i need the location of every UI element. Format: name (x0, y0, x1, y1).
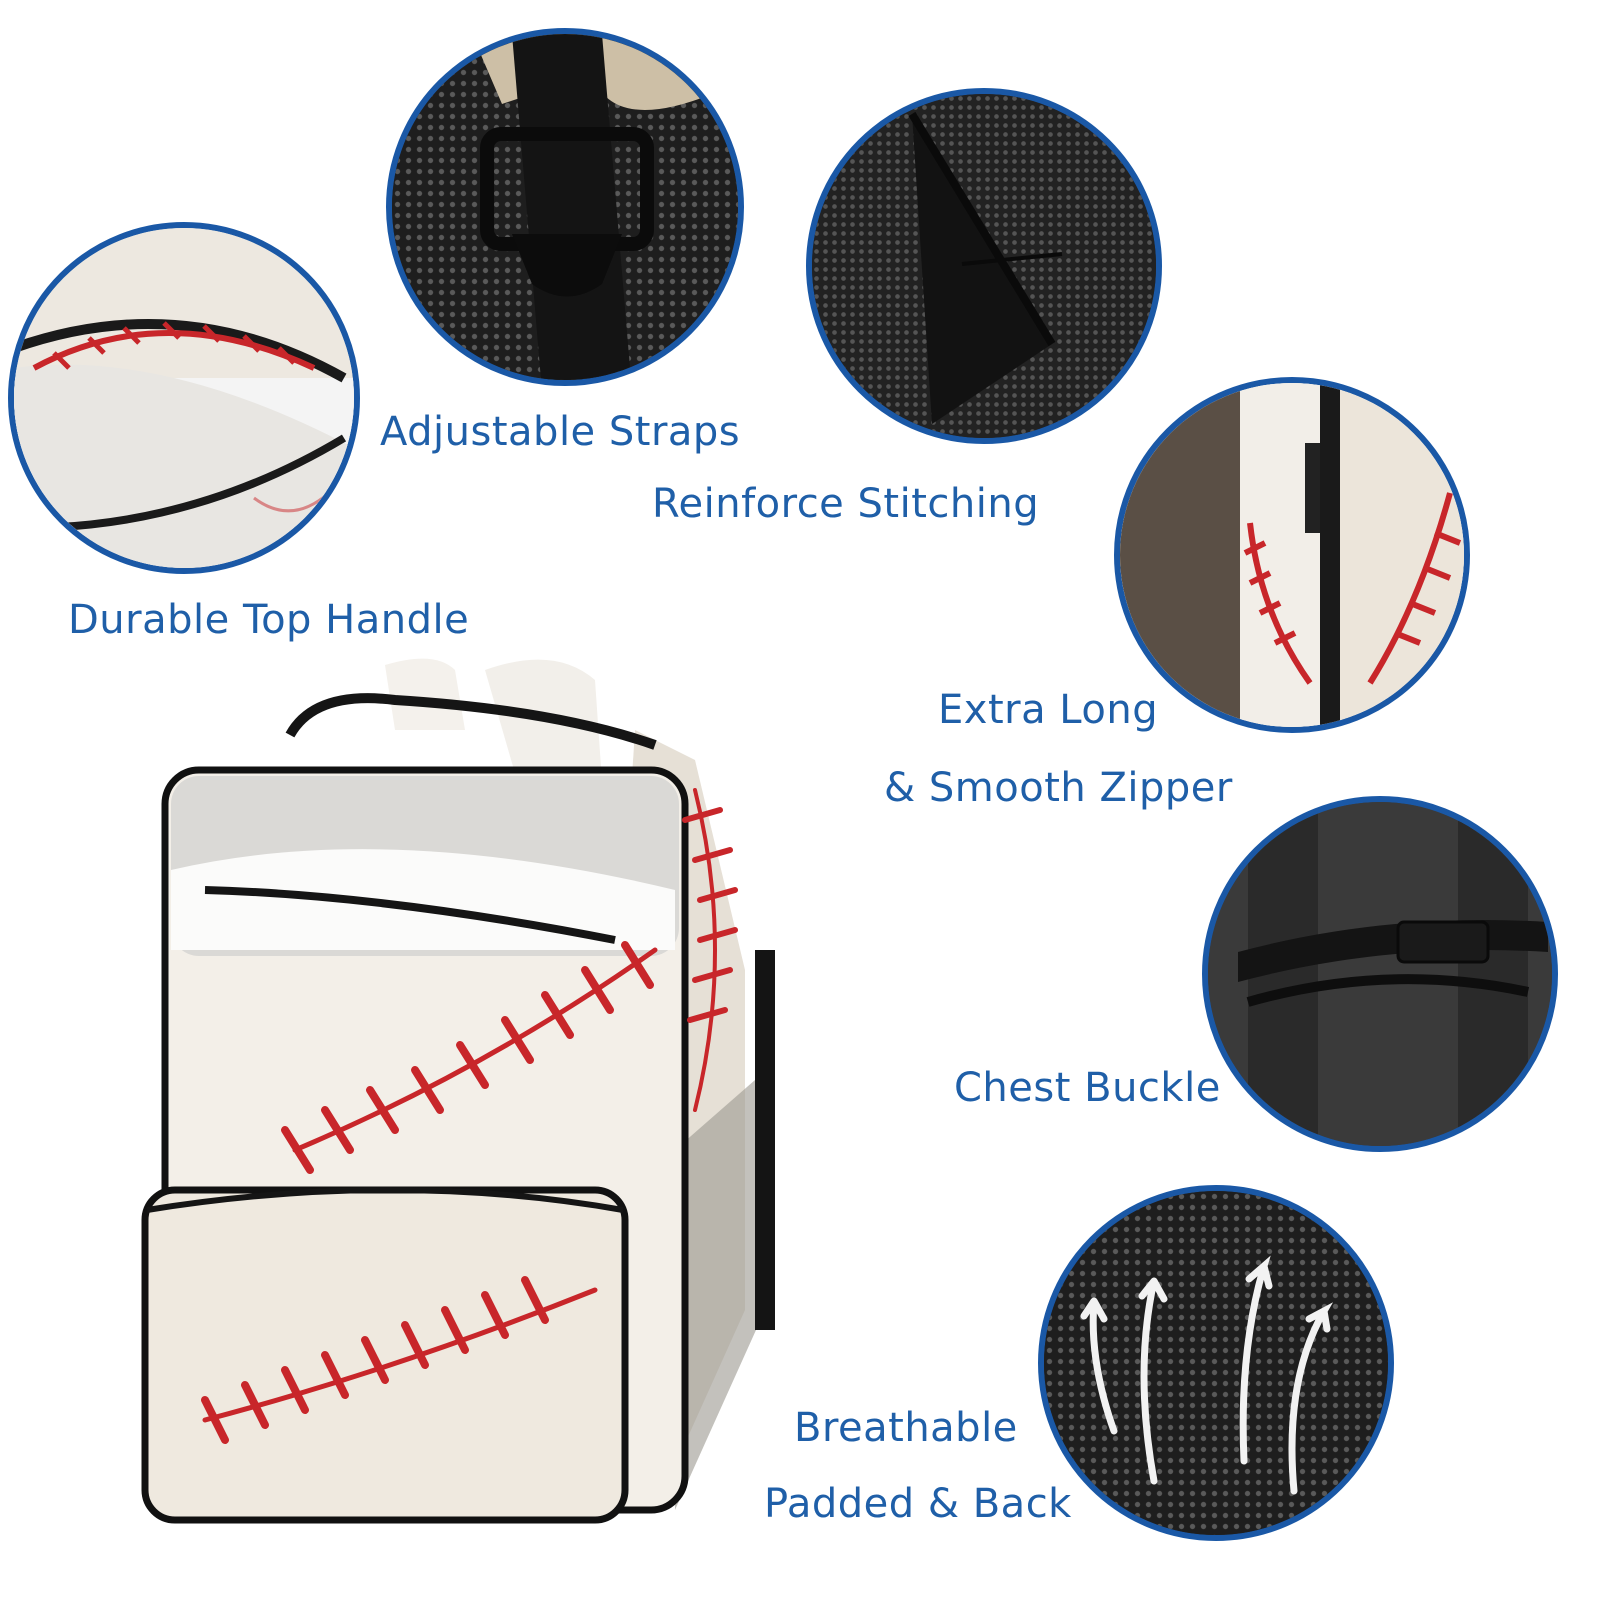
label-back-line2: Padded & Back (764, 1481, 1072, 1527)
label-zipper-line1: Extra Long (938, 687, 1159, 733)
label-zipper-line2: & Smooth Zipper (884, 765, 1233, 811)
strap-detail-circle (386, 28, 744, 386)
handle-detail-circle (8, 222, 360, 574)
handle-detail-image (14, 228, 354, 568)
buckle-detail-image (1208, 802, 1552, 1146)
strap-detail-image (472, 34, 722, 380)
airflow-arrows-icon (1080, 1255, 1334, 1495)
stitching-detail-circle (806, 88, 1162, 444)
buckle-detail-circle (1202, 796, 1558, 1152)
label-reinforce-stitching: Reinforce Stitching (652, 481, 1040, 527)
label-adjustable-straps: Adjustable Straps (380, 409, 741, 455)
label-top-handle: Durable Top Handle (68, 597, 470, 643)
zipper-detail-image (1120, 383, 1464, 727)
zipper-detail-circle (1114, 377, 1470, 733)
label-back-line1: Breathable (794, 1405, 1018, 1451)
stitching-detail-image (908, 111, 1063, 424)
back-detail-circle (1038, 1185, 1394, 1541)
label-chest-buckle: Chest Buckle (954, 1065, 1221, 1111)
backpack-image (141, 658, 775, 1524)
